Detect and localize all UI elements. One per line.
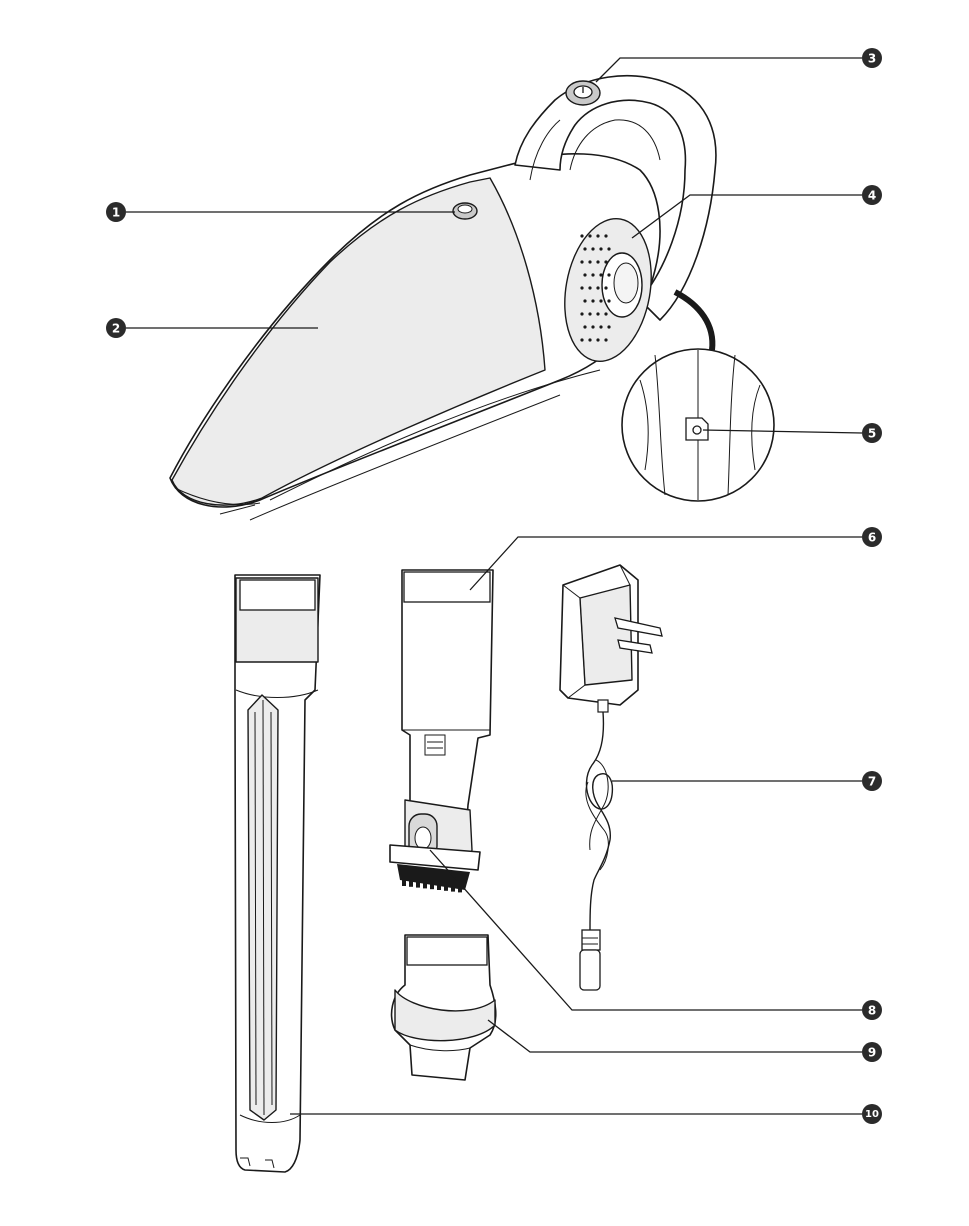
crevice-tool-illustration	[234, 574, 321, 1173]
leader-line-9	[487, 1019, 862, 1053]
power-adapter-illustration	[559, 564, 663, 991]
callout-8: 8	[862, 1000, 882, 1020]
callout-number: 6	[868, 531, 876, 545]
callout-circle	[862, 48, 882, 68]
callout-circle	[106, 202, 126, 222]
callout-markers: 1 2 3 4 5 6 7 8 9 10	[106, 48, 882, 1124]
callout-3: 3	[862, 48, 882, 68]
callout-number: 10	[865, 1109, 879, 1120]
callout-circle	[862, 1042, 882, 1062]
callout-10: 10	[862, 1104, 882, 1124]
charging-socket-zoom	[621, 348, 775, 502]
callout-circle	[862, 1104, 882, 1124]
leader-line-5	[702, 429, 863, 434]
leader-line-6	[469, 536, 862, 591]
callout-number: 5	[868, 427, 876, 441]
callout-7: 7	[862, 771, 882, 791]
callout-circle	[106, 318, 126, 338]
upholstery-nozzle-illustration	[390, 934, 497, 1081]
air-vent-illustration	[564, 218, 652, 362]
callout-number: 2	[112, 322, 120, 336]
callout-1: 1	[106, 202, 126, 222]
callout-number: 8	[868, 1004, 876, 1018]
release-button-illustration	[452, 202, 478, 220]
callout-circle	[862, 423, 882, 443]
callout-5: 5	[862, 423, 882, 443]
leader-line-8	[429, 849, 862, 1011]
leader-line-3	[595, 57, 862, 83]
callout-circle	[862, 527, 882, 547]
callout-circle	[862, 1000, 882, 1020]
callout-9: 9	[862, 1042, 882, 1062]
handheld-vacuum-illustration	[169, 74, 717, 521]
power-button-illustration	[565, 80, 601, 106]
callout-number: 9	[868, 1046, 876, 1060]
callout-6: 6	[862, 527, 882, 547]
callout-number: 3	[868, 52, 876, 66]
callout-2: 2	[106, 318, 126, 338]
callout-circle	[862, 185, 882, 205]
brush-tool-illustration	[389, 569, 494, 893]
callout-4: 4	[862, 185, 882, 205]
leader-lines	[126, 57, 863, 1115]
callout-number: 4	[868, 189, 876, 203]
callout-circle	[862, 771, 882, 791]
leader-line-4	[631, 194, 862, 239]
callout-number: 1	[112, 206, 120, 220]
callout-number: 7	[868, 775, 876, 789]
